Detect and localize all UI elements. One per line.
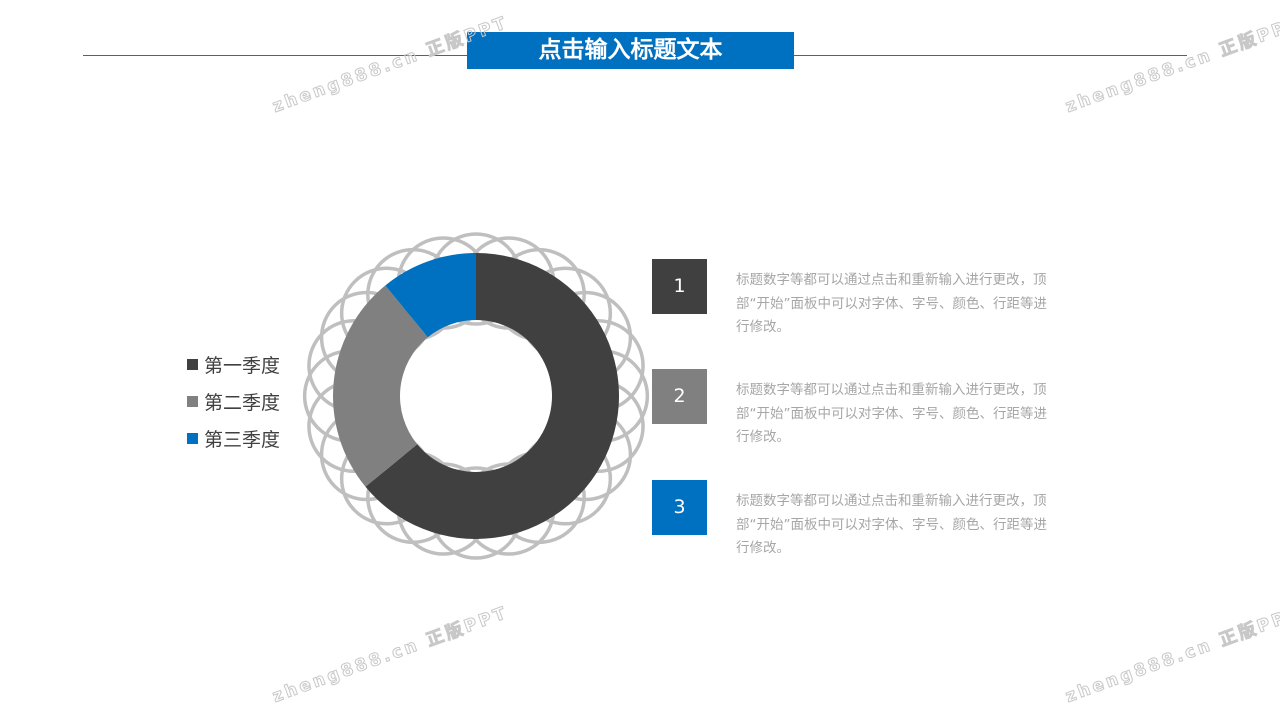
legend-swatch xyxy=(187,396,198,407)
title-rule-right xyxy=(794,55,1187,56)
item-description[interactable]: 标题数字等都可以通过点击和重新输入进行更改，顶部“开始”面板中可以对字体、字号、… xyxy=(736,272,1047,335)
donut-slice-1[interactable] xyxy=(365,253,619,540)
item-description[interactable]: 标题数字等都可以通过点击和重新输入进行更改，顶部“开始”面板中可以对字体、字号、… xyxy=(736,493,1047,556)
donut-slice-3[interactable] xyxy=(385,253,476,338)
item-description[interactable]: 标题数字等都可以通过点击和重新输入进行更改，顶部“开始”面板中可以对字体、字号、… xyxy=(736,382,1047,445)
slide-title[interactable]: 点击输入标题文本 xyxy=(467,32,794,69)
number-badge-3: 3 xyxy=(652,480,707,535)
number-badge-2: 2 xyxy=(652,369,707,424)
legend-item: 第二季度 xyxy=(187,383,280,420)
legend-swatch xyxy=(187,359,198,370)
donut-slice-2[interactable] xyxy=(333,285,428,487)
legend-swatch xyxy=(187,433,198,444)
legend-label: 第二季度 xyxy=(204,392,281,414)
legend-label: 第三季度 xyxy=(204,429,281,451)
title-rule-left xyxy=(83,55,467,56)
legend-item: 第一季度 xyxy=(187,346,280,383)
number-badge-1: 1 xyxy=(652,259,707,314)
legend-item: 第三季度 xyxy=(187,420,280,457)
chart-legend: 第一季度 第二季度 第三季度 xyxy=(187,346,280,457)
legend-label: 第一季度 xyxy=(204,355,281,377)
